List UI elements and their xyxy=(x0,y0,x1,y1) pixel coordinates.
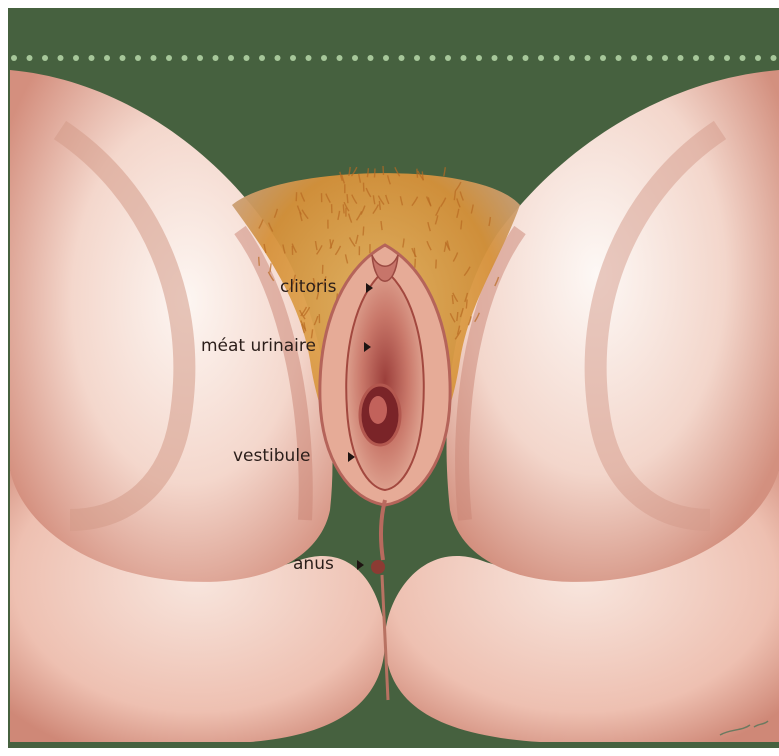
label-anus: anus xyxy=(293,554,334,574)
border-dot xyxy=(724,55,730,61)
border-dot xyxy=(771,55,777,61)
border-dot xyxy=(693,55,699,61)
border-dot xyxy=(73,55,79,61)
border-dot xyxy=(337,55,343,61)
anus-mark xyxy=(371,560,385,574)
border-dot xyxy=(600,55,606,61)
border-dot xyxy=(166,55,172,61)
border-dot xyxy=(104,55,110,61)
border-dot xyxy=(182,55,188,61)
hair-stroke xyxy=(347,194,348,203)
hair-stroke xyxy=(452,295,453,304)
hair-stroke xyxy=(415,259,416,268)
border-dot xyxy=(755,55,761,61)
border-dot xyxy=(492,55,498,61)
label-clitoris: clitoris xyxy=(280,277,336,297)
hair-stroke xyxy=(375,169,376,178)
border-dot xyxy=(42,55,48,61)
border-dot xyxy=(461,55,467,61)
pointer-urethral-meatus-icon xyxy=(364,342,371,352)
border-dot xyxy=(476,55,482,61)
border-dot xyxy=(352,55,358,61)
hair-stroke xyxy=(466,300,467,309)
border-dot xyxy=(228,55,234,61)
border-dot xyxy=(399,55,405,61)
border-dot xyxy=(414,55,420,61)
border-dot xyxy=(569,55,575,61)
border-dot xyxy=(244,55,250,61)
border-dot xyxy=(259,55,265,61)
border-dot xyxy=(662,55,668,61)
border-dot xyxy=(27,55,33,61)
vaginal-inner xyxy=(369,396,387,424)
hair-stroke xyxy=(417,169,418,178)
border-dot xyxy=(554,55,560,61)
border-dot xyxy=(368,55,374,61)
pointer-vestibule-icon xyxy=(348,452,355,462)
border-dot xyxy=(58,55,64,61)
border-dot xyxy=(306,55,312,61)
label-vestibule: vestibule xyxy=(233,446,311,466)
border-dot xyxy=(213,55,219,61)
pointer-anus-icon xyxy=(357,560,364,570)
border-dot xyxy=(430,55,436,61)
hair-stroke xyxy=(343,204,344,213)
hair-stroke xyxy=(259,257,260,266)
border-dot xyxy=(120,55,126,61)
border-dot xyxy=(631,55,637,61)
pointer-clitoris-icon xyxy=(366,283,373,293)
border-dot xyxy=(538,55,544,61)
border-dot xyxy=(740,55,746,61)
border-dot xyxy=(135,55,141,61)
border-dot xyxy=(275,55,281,61)
border-dot xyxy=(616,55,622,61)
border-dot xyxy=(151,55,157,61)
label-urethral-meatus: méat urinaire xyxy=(201,336,316,356)
border-dot xyxy=(507,55,513,61)
border-dot xyxy=(585,55,591,61)
border-dot xyxy=(11,55,17,61)
border-dot xyxy=(647,55,653,61)
border-dot xyxy=(709,55,715,61)
hair-stroke xyxy=(363,227,364,236)
hair-stroke xyxy=(383,166,384,175)
border-dot xyxy=(290,55,296,61)
border-dot xyxy=(321,55,327,61)
border-dot xyxy=(89,55,95,61)
border-dot xyxy=(445,55,451,61)
border-dot xyxy=(523,55,529,61)
border-dot xyxy=(383,55,389,61)
hair-stroke xyxy=(461,220,462,229)
border-dot xyxy=(197,55,203,61)
border-dot xyxy=(678,55,684,61)
